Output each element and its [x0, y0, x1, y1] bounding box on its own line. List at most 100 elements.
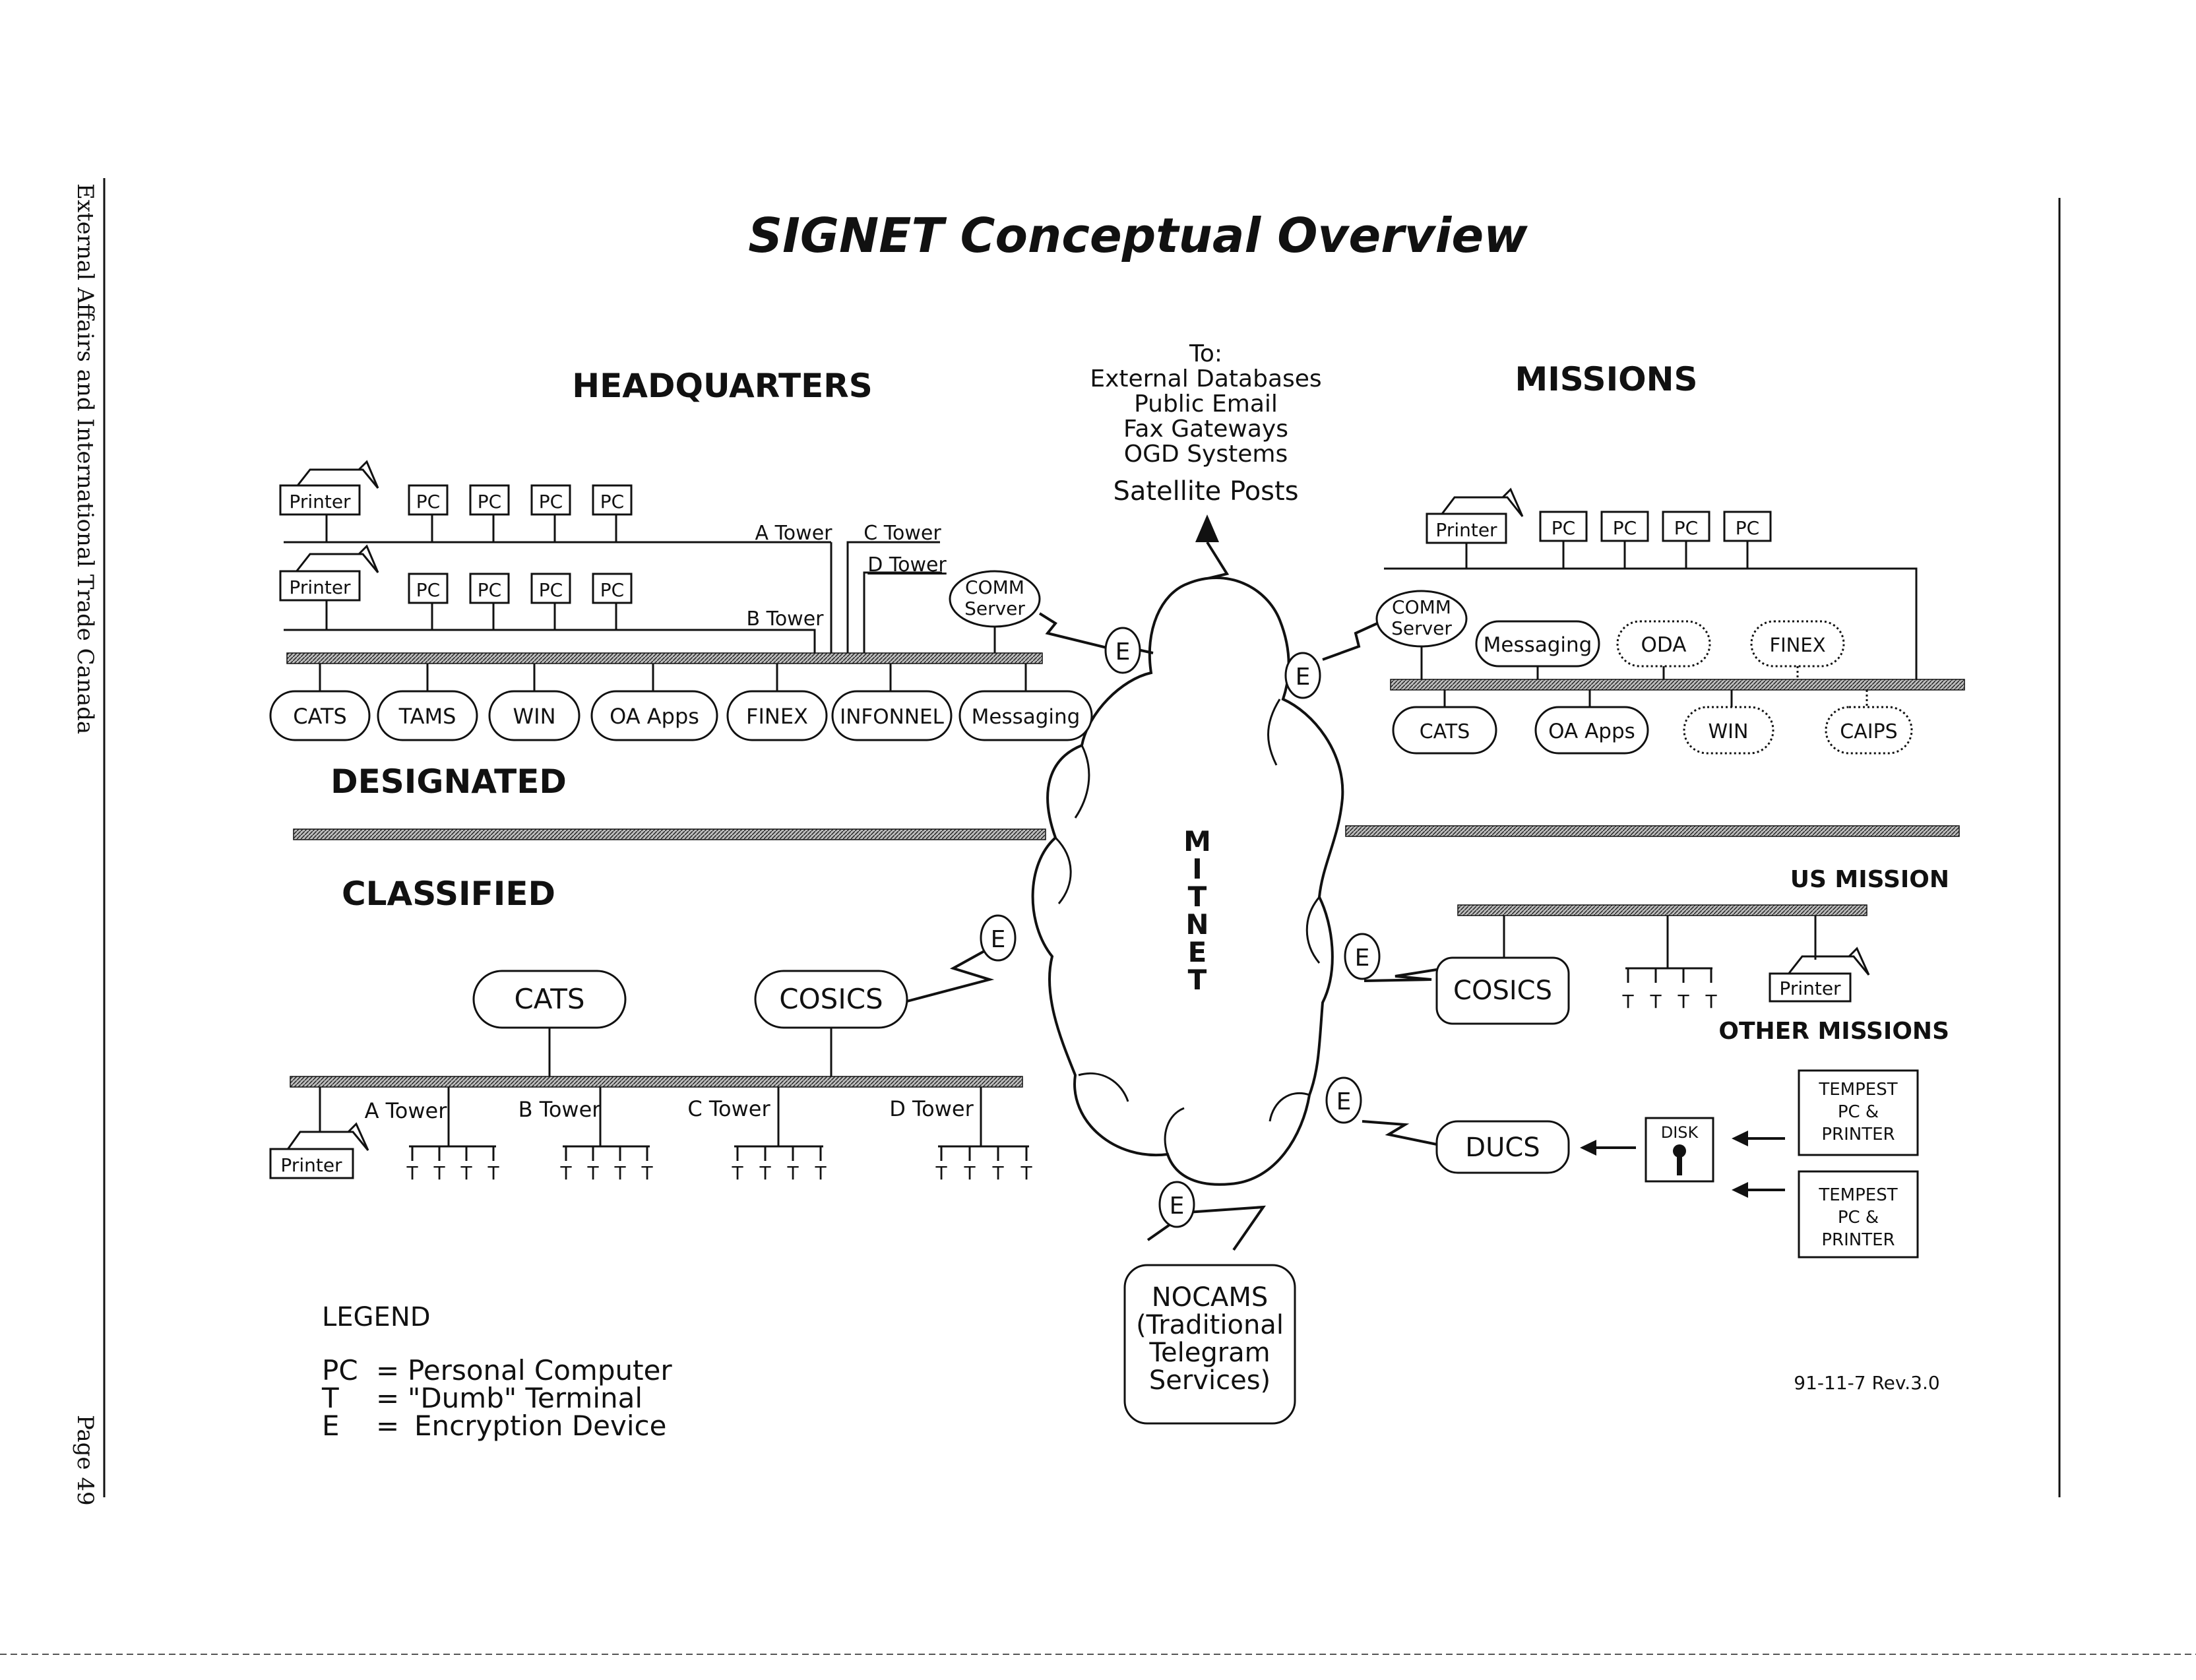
disk-label: DISK [1661, 1123, 1699, 1142]
c-tower-link [846, 541, 940, 653]
pc-label: PC [600, 579, 624, 601]
classified-cosics-label: COSICS [779, 983, 883, 1015]
classified-printer [269, 1148, 354, 1179]
encryption-label: E [1115, 638, 1131, 666]
hq-pc [408, 573, 449, 604]
terminal-group-c: T T T T [731, 1087, 827, 1184]
hq-d-tower-label: D Tower [867, 553, 947, 576]
app-label: CATS [1420, 720, 1470, 743]
terminal-label: T [1677, 991, 1689, 1012]
app-label: Messaging [1484, 633, 1592, 657]
nocams-label: (Traditional [1136, 1310, 1284, 1340]
cloud-letter: E [1188, 936, 1207, 968]
cloud-letter: T [1188, 964, 1207, 996]
terminal-label: T [1621, 991, 1634, 1012]
tempest-label: PC & [1838, 1208, 1879, 1228]
hq-pc [469, 484, 510, 516]
pc-label: PC [478, 579, 501, 601]
app-label: INFONNEL [840, 705, 945, 729]
hq-printer-1 [279, 484, 361, 516]
mitnet-cloud: M I T N E T [1031, 576, 1344, 1186]
terminal-label: T [963, 1162, 976, 1184]
designated-heading: DESIGNATED [330, 762, 567, 801]
classified-tower-label: C Tower [687, 1096, 770, 1121]
classified-cosics-link-zigzag [906, 950, 995, 1003]
hq-b-tower-label: B Tower [746, 607, 824, 631]
hq-pc [469, 573, 510, 604]
classified-printer-label: Printer [280, 1154, 342, 1176]
ducs-node [1435, 1120, 1570, 1174]
classified-cats-label: CATS [514, 983, 584, 1015]
legend: LEGEND PC = Personal Computer T = "Dumb"… [321, 1302, 672, 1442]
pc-label: PC [416, 579, 440, 601]
mission-app-win [1683, 706, 1774, 755]
app-label: TAMS [398, 704, 456, 729]
hq-app-oa-apps [590, 690, 718, 741]
encryption-label: E [1355, 945, 1370, 972]
us-mission-printer [1769, 972, 1852, 1003]
terminal-group-a: T T T T [406, 1087, 499, 1184]
encryption-device [980, 914, 1017, 962]
classified-heading: CLASSIFIED [342, 875, 555, 913]
mission-printer-label: Printer [1435, 519, 1497, 541]
app-label: CAIPS [1840, 720, 1897, 743]
terminal-label: T [487, 1162, 499, 1184]
encryption-devices: E E E E E E [980, 627, 1381, 1228]
external-item: Fax Gateways [1123, 416, 1288, 443]
hq-app-messaging [958, 690, 1093, 741]
pc-label: PC [1613, 517, 1637, 539]
mission-app-caips [1825, 706, 1913, 755]
hq-pc-row-1: PC PC PC PC [408, 484, 633, 542]
revision-label: 91-11-7 Rev.3.0 [1794, 1372, 1939, 1394]
terminal-label: T [991, 1162, 1004, 1184]
pc-label: PC [1736, 517, 1759, 539]
classified-tower-label: D Tower [889, 1096, 974, 1121]
pc-label: PC [539, 579, 563, 601]
legend-value: Encryption Device [414, 1410, 666, 1442]
tempest-pc-printer-1 [1798, 1069, 1919, 1156]
app-label: FINEX [1769, 634, 1825, 656]
pc-label: PC [600, 491, 624, 513]
external-to-label: To: [1189, 340, 1222, 367]
us-mission-heading: US MISSION [1790, 866, 1949, 893]
terminal-label: T [406, 1162, 418, 1184]
mission-app-oa-apps [1534, 706, 1649, 755]
legend-eq: = [376, 1354, 399, 1386]
external-destinations: To: External Databases Public Email Fax … [1090, 340, 1322, 607]
page-number: Page 49 [72, 1415, 98, 1506]
classified-network: CATS COSICS Printer A Tower B Tower C To… [269, 950, 1032, 1184]
hq-backbone [286, 652, 1043, 664]
external-item: Public Email [1134, 390, 1278, 418]
app-label: ODA [1641, 633, 1687, 657]
us-mission-network: COSICS T T T T Printer [1364, 904, 1870, 1025]
page-title: SIGNET Conceptual Overview [748, 208, 1528, 263]
external-item: OGD Systems [1124, 441, 1288, 468]
mission-app-finex [1750, 620, 1845, 668]
tempest-label: TEMPEST [1818, 1080, 1897, 1100]
hq-a-tower-label: A Tower [755, 522, 833, 545]
terminal-label: T [460, 1162, 472, 1184]
encryption-label: E [991, 926, 1006, 953]
encryption-label: E [1296, 664, 1311, 691]
app-label: WIN [513, 704, 555, 729]
hq-pc [592, 484, 633, 516]
comm-server-label: Server [1391, 617, 1452, 639]
nocams-label: Telegram [1148, 1338, 1270, 1368]
mission-pc [1600, 511, 1649, 542]
terminal-label: T [1705, 991, 1717, 1012]
pc-label: PC [478, 491, 501, 513]
tempest-pc-printer-2 [1798, 1170, 1919, 1259]
app-label: CATS [293, 704, 347, 729]
terminal-label: T [586, 1162, 599, 1184]
app-label: FINEX [746, 704, 808, 729]
hq-printer-label: Printer [289, 576, 351, 598]
app-label: OA Apps [1548, 720, 1635, 743]
terminal-label: T [641, 1162, 653, 1184]
comm-server-label: COMM [965, 576, 1024, 598]
classified-backbone [290, 1076, 1023, 1088]
tempest-label: PC & [1838, 1102, 1879, 1122]
hq-c-tower-label: C Tower [863, 522, 941, 545]
terminal-label: T [433, 1162, 445, 1184]
printer-icon [294, 460, 379, 489]
arrow-left-icon [1732, 1131, 1748, 1146]
